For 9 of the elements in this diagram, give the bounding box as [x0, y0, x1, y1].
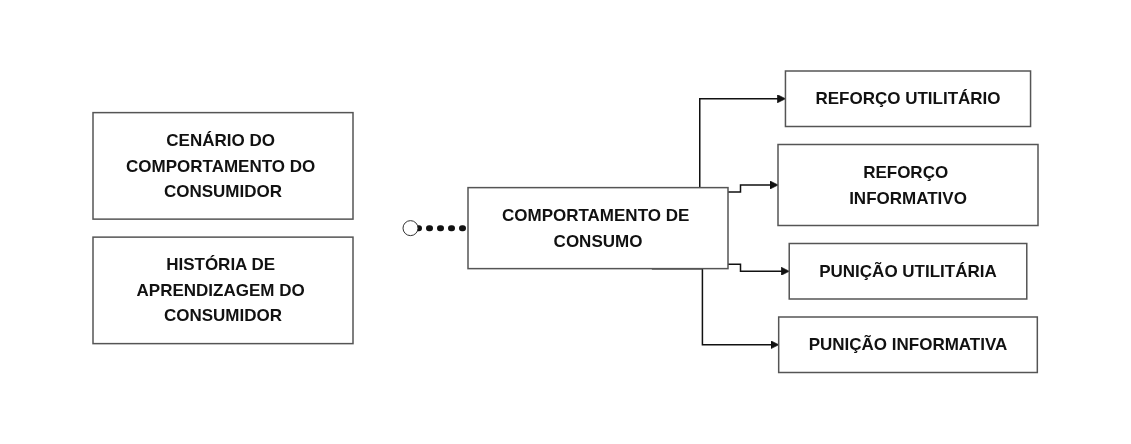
- node-box: CENÁRIO DO COMPORTAMENTO DO CONSUMIDOR: [92, 112, 354, 221]
- node-box: PUNIÇÃO INFORMATIVA: [777, 316, 1039, 374]
- node-box: COMPORTAMENTO DE CONSUMO: [467, 187, 729, 270]
- node-box: PUNIÇÃO UTILITÁRIA: [788, 243, 1028, 300]
- arrow: [727, 180, 779, 193]
- node-box: REFORÇO INFORMATIVO: [777, 144, 1039, 227]
- node-box: REFORÇO UTILITÁRIO: [784, 70, 1032, 128]
- node-circle: [402, 220, 419, 237]
- node-box: HISTÓRIA DE APRENDIZAGEM DO CONSUMIDOR: [92, 236, 354, 345]
